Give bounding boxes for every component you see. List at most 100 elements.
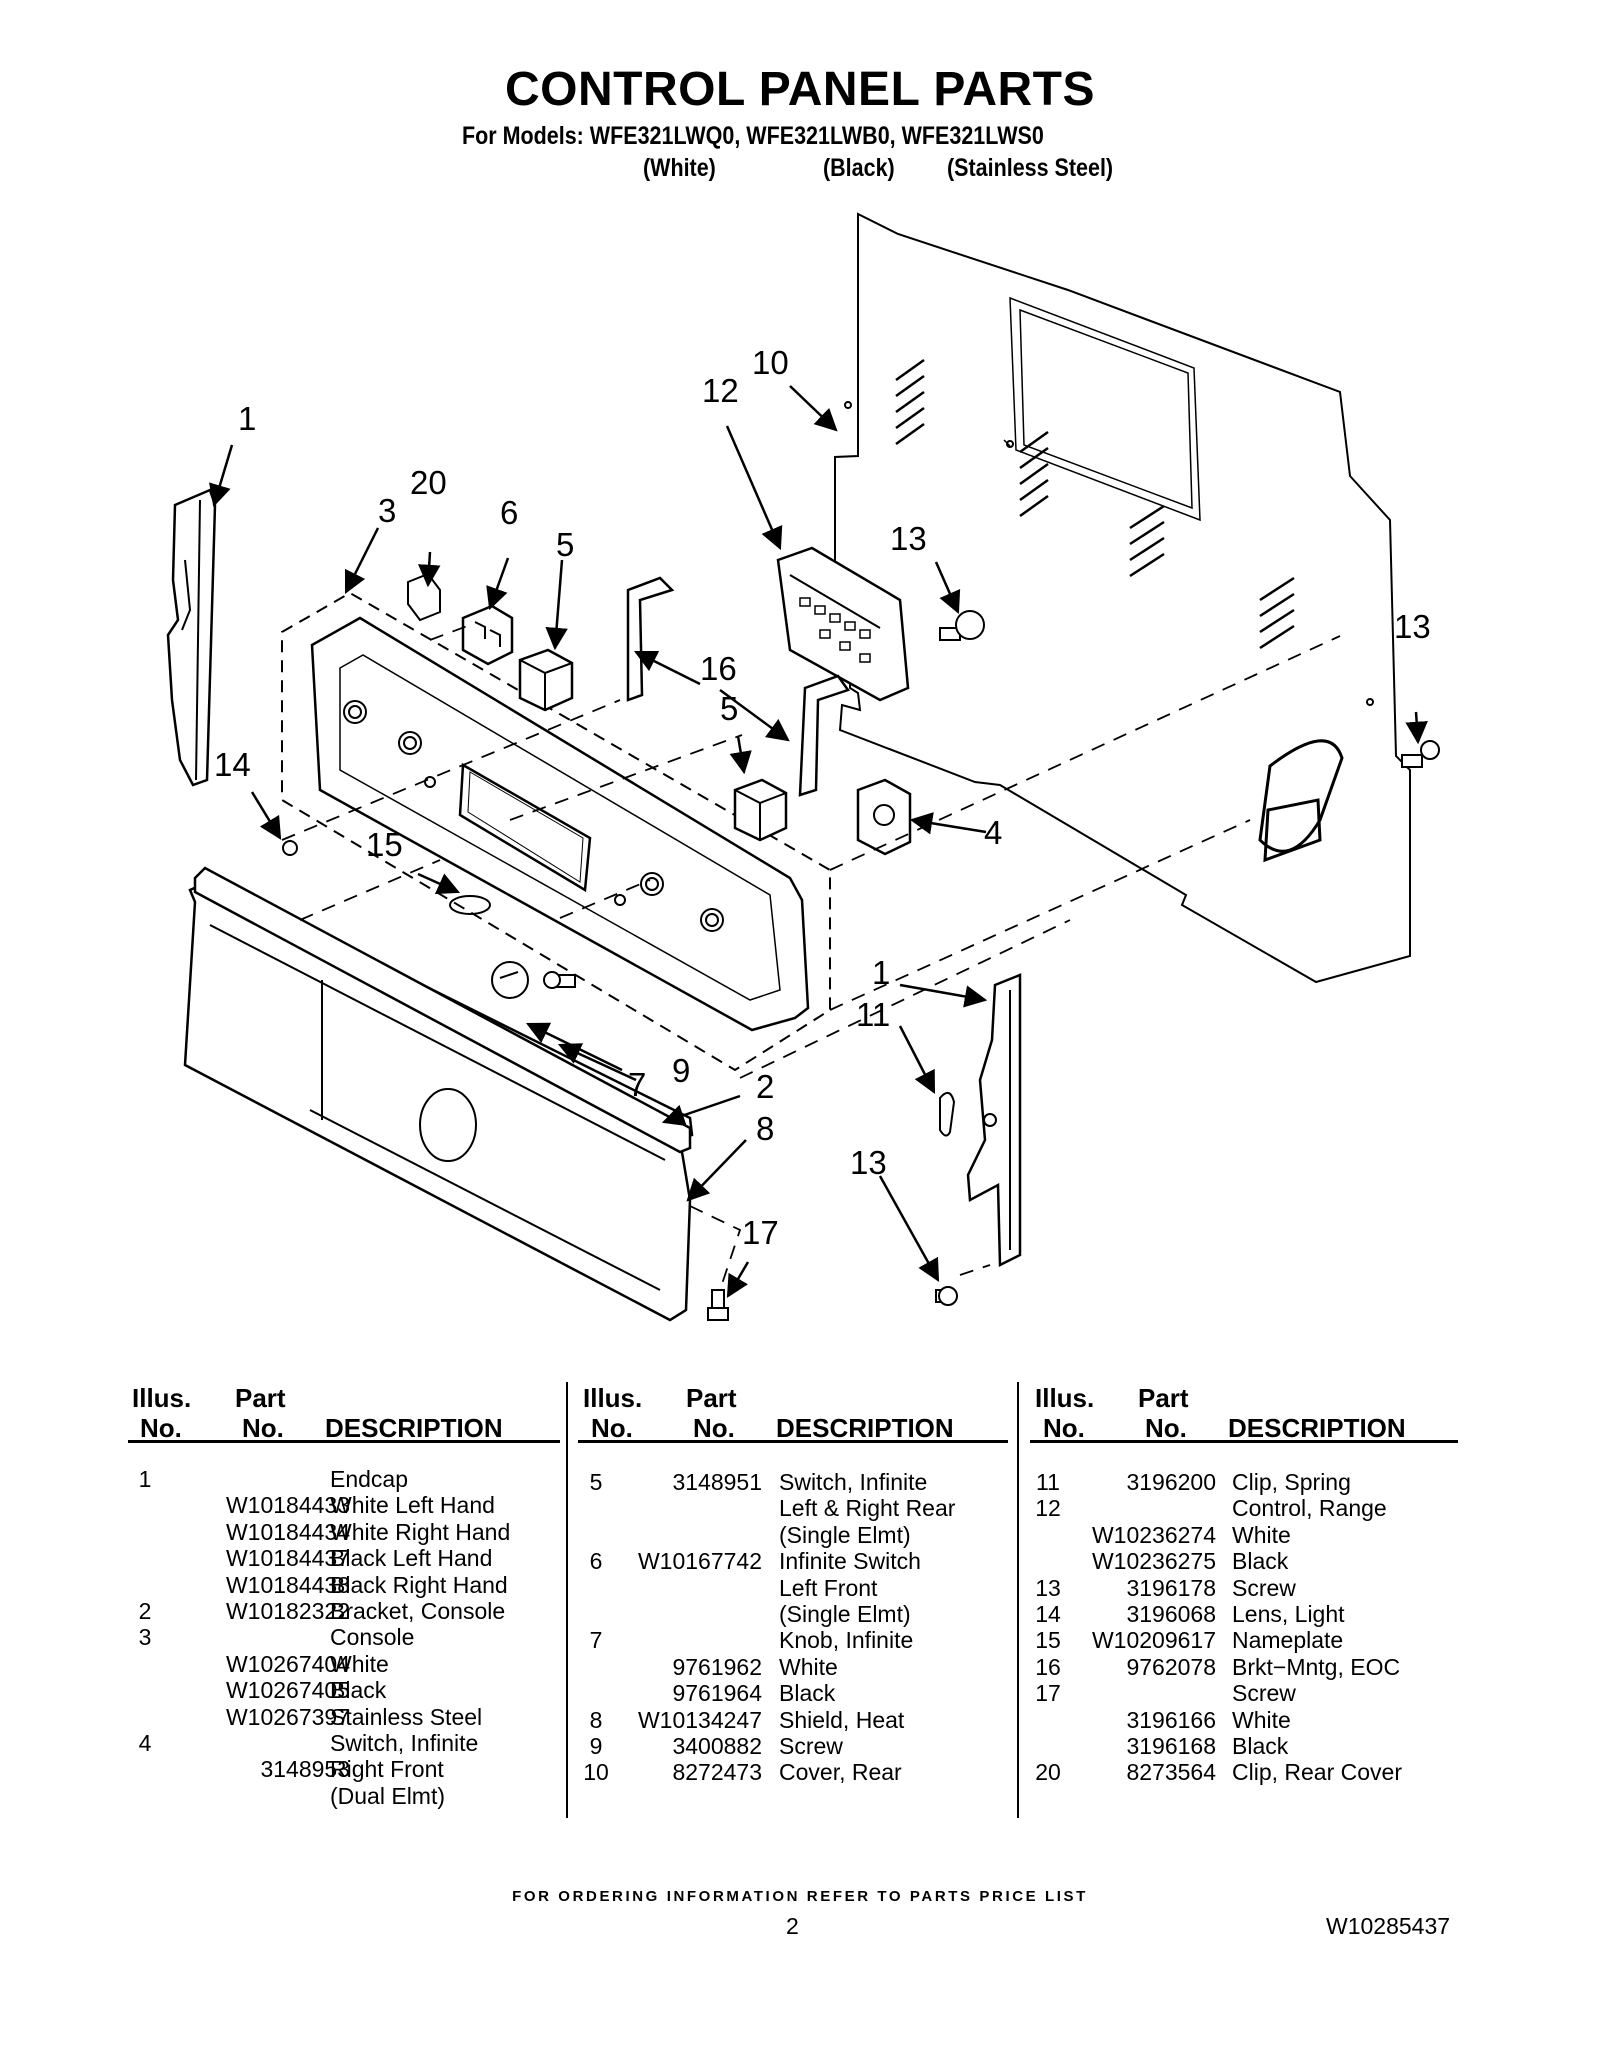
screw-9 xyxy=(543,971,576,989)
part-description: Black Right Hand xyxy=(330,1571,508,1598)
illus-number: 12 xyxy=(1035,1495,1061,1522)
part-description: Black xyxy=(1232,1548,1289,1575)
part-description: Screw xyxy=(1232,1574,1296,1601)
table-row: Left & Right Rear xyxy=(0,1495,1600,1521)
part-description: Knob, Infinite xyxy=(779,1627,914,1654)
illus-number: 8 xyxy=(589,1706,603,1733)
rear-cover-part xyxy=(834,212,1411,984)
screw-13-bottom xyxy=(935,1286,958,1306)
callout-10: 10 xyxy=(752,344,789,381)
document-number: W10285437 xyxy=(1326,1913,1451,1939)
part-description: Clip, Spring xyxy=(1232,1469,1351,1495)
part-number: 3148951 xyxy=(672,1469,762,1495)
spring-clip-part xyxy=(939,1091,956,1137)
part-description: Stainless Steel xyxy=(330,1703,483,1730)
color-label-white: (White) xyxy=(643,154,716,182)
part-description: White Right Hand xyxy=(330,1518,511,1545)
part-number: 8272473 xyxy=(672,1759,762,1786)
part-description: Switch, Infinite xyxy=(330,1730,479,1756)
callout-6: 6 xyxy=(500,494,518,531)
callout-14: 14 xyxy=(214,746,251,783)
table-row: 3196168 Black xyxy=(0,1733,1600,1759)
header-illus: Illus. xyxy=(132,1383,192,1413)
callout-8: 8 xyxy=(756,1110,774,1147)
console-bracket-part xyxy=(193,866,692,1154)
part-number: W10209617 xyxy=(1091,1627,1216,1654)
screw-13-right xyxy=(1401,740,1440,768)
page-number: 2 xyxy=(786,1913,799,1939)
callout-13-bottom: 13 xyxy=(850,1144,887,1181)
header-description: DESCRIPTION xyxy=(1228,1413,1406,1443)
column-divider xyxy=(1017,1382,1019,1818)
header-rule xyxy=(128,1440,560,1443)
column-divider xyxy=(566,1382,568,1818)
illus-number: 13 xyxy=(1035,1574,1061,1601)
part-number: 3196168 xyxy=(1126,1733,1216,1759)
part-description: White Left Hand xyxy=(330,1492,495,1519)
part-description: White xyxy=(330,1650,389,1677)
callout-12: 12 xyxy=(702,372,739,409)
header-illus-no: No. xyxy=(1043,1413,1085,1443)
eoc-bracket-16a xyxy=(626,576,675,702)
header-part: Part xyxy=(235,1383,286,1413)
part-number: W10167742 xyxy=(637,1548,762,1575)
callout-7: 7 xyxy=(628,1066,646,1103)
page-title: CONTROL PANEL PARTS xyxy=(505,63,1095,116)
illus-number: 3 xyxy=(138,1624,152,1651)
callout-5-top: 5 xyxy=(556,526,574,563)
part-description: Cover, Rear xyxy=(779,1759,902,1786)
callout-11: 11 xyxy=(856,996,890,1033)
part-description: Bracket, Console xyxy=(330,1598,506,1624)
part-number: 3148953 xyxy=(260,1756,350,1783)
part-description: Nameplate xyxy=(1232,1627,1344,1654)
callout-4: 4 xyxy=(984,814,1002,851)
header-part: Part xyxy=(1138,1383,1189,1413)
header-illus: Illus. xyxy=(583,1383,643,1413)
left-endcap-part xyxy=(166,488,217,787)
part-number: W10184438 xyxy=(225,1571,350,1598)
table-row: (Single Elmt) xyxy=(0,1522,1600,1548)
part-number: 9761962 xyxy=(672,1653,762,1680)
part-number: 9761964 xyxy=(672,1680,762,1707)
part-description: Black Left Hand xyxy=(330,1545,493,1572)
infinite-switch-5b xyxy=(733,778,788,842)
header-rule xyxy=(578,1440,1008,1443)
callout-13-right: 13 xyxy=(1394,608,1431,645)
callout-20: 20 xyxy=(410,464,447,501)
color-label-stainless: (Stainless Steel) xyxy=(947,154,1114,182)
models-line: For Models: WFE321LWQ0, WFE321LWB0, WFE3… xyxy=(462,122,1044,150)
callout-9: 9 xyxy=(672,1052,690,1089)
part-number: 3196166 xyxy=(1126,1706,1216,1733)
illus-number: 9 xyxy=(589,1733,603,1759)
console-part xyxy=(281,591,831,1072)
part-description: White xyxy=(1232,1521,1291,1548)
part-number: 8273564 xyxy=(1126,1759,1216,1786)
header-description: DESCRIPTION xyxy=(776,1413,954,1443)
part-description: Black xyxy=(1232,1733,1289,1759)
part-number: W10267404 xyxy=(225,1650,350,1677)
infinite-switch-4 xyxy=(856,778,912,856)
part-description: Endcap xyxy=(330,1466,409,1492)
part-number: W10236275 xyxy=(1091,1548,1216,1575)
part-description: White xyxy=(1232,1706,1291,1733)
eoc-bracket-16b xyxy=(798,674,851,797)
part-description: Black xyxy=(779,1680,836,1707)
light-lens-part xyxy=(282,840,298,856)
header-illus-no: No. xyxy=(591,1413,633,1443)
part-description: (Single Elmt) xyxy=(779,1601,911,1627)
part-description: Left & Right Rear xyxy=(779,1495,956,1522)
header-part-no: No. xyxy=(693,1413,735,1443)
color-label-black: (Black) xyxy=(823,154,895,182)
